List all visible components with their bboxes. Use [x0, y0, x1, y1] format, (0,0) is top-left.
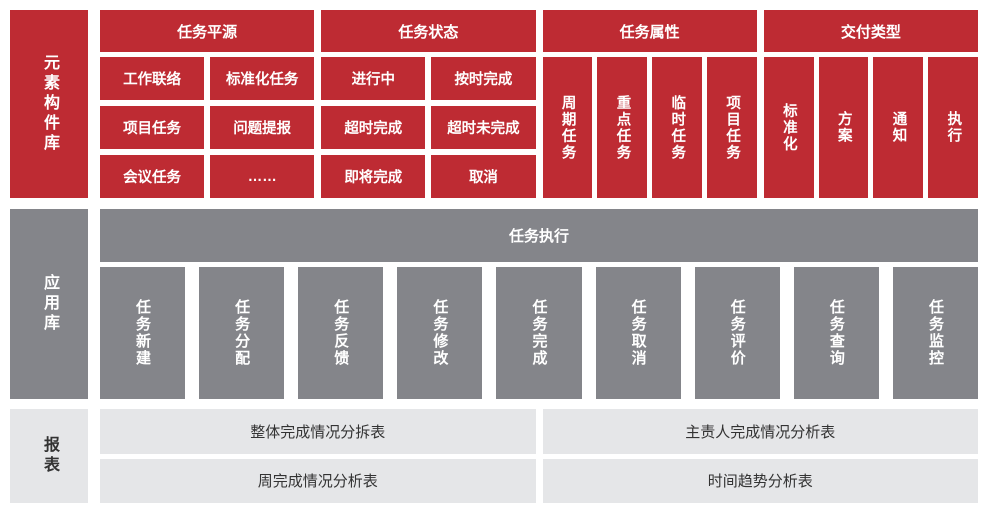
- app-cell: 任务新建: [100, 267, 186, 399]
- element-cell-text: 临时任务: [669, 94, 686, 161]
- app-cell: 任务反馈: [298, 267, 384, 399]
- element-cell-text: 标准化: [780, 102, 797, 153]
- reports-body: 整体完成情况分拆表 主责人完成情况分析表 周完成情况分析表 时间趋势分析表: [100, 409, 978, 503]
- element-cell: 周期任务: [542, 57, 593, 198]
- element-cell: 标准化任务: [210, 57, 315, 100]
- element-library-body: 任务平源 工作联络 标准化任务 项目任务 问题提报 会议任务 …… 任务状态 进…: [100, 10, 978, 198]
- app-cell-text: 任务监控: [926, 299, 944, 367]
- app-items: 任务新建 任务分配 任务反馈 任务修改 任务完成 任务取消 任务评价 任务查询 …: [100, 267, 978, 399]
- section-label-application-library: 应用库: [10, 209, 88, 399]
- element-cell: 方案: [818, 57, 869, 198]
- element-cell: 超时完成: [321, 106, 426, 149]
- group-items-task-status: 进行中 按时完成 超时完成 超时未完成 即将完成 取消: [321, 57, 536, 198]
- group-items-task-source: 工作联络 标准化任务 项目任务 问题提报 会议任务 ……: [100, 57, 315, 198]
- element-cell-ellipsis: ……: [210, 155, 315, 198]
- app-cell: 任务分配: [199, 267, 285, 399]
- element-cell-text: 周期任务: [559, 94, 576, 161]
- section-label-reports: 报表: [10, 409, 88, 503]
- group-delivery-type: 交付类型 标准化 方案 通知 执行: [763, 10, 978, 198]
- element-cell: 临时任务: [652, 57, 702, 198]
- application-library-body: 任务执行 任务新建 任务分配 任务反馈 任务修改 任务完成 任务取消 任务评价 …: [100, 209, 978, 399]
- app-cell: 任务完成: [496, 267, 582, 399]
- group-items-task-attribute: 周期任务 重点任务 临时任务 项目任务: [542, 57, 757, 198]
- app-cell: 任务查询: [793, 267, 879, 399]
- group-task-status: 任务状态 进行中 按时完成 超时完成 超时未完成 即将完成 取消: [321, 10, 536, 198]
- section-label-text: 应用库: [41, 274, 58, 334]
- element-cell-text: 通知: [890, 111, 907, 144]
- app-cell-text: 任务新建: [134, 299, 152, 367]
- group-items-delivery-type: 标准化 方案 通知 执行: [763, 57, 978, 198]
- element-cell-text: 方案: [835, 111, 852, 144]
- app-cell-text: 任务反馈: [332, 299, 350, 367]
- app-cell: 任务取消: [595, 267, 681, 399]
- app-cell-text: 任务查询: [827, 299, 845, 367]
- element-cell: 超时未完成: [431, 106, 536, 149]
- element-cell: 标准化: [763, 57, 814, 198]
- app-cell: 任务评价: [694, 267, 780, 399]
- element-cell-text: 重点任务: [614, 94, 631, 161]
- group-header-task-status: 任务状态: [321, 10, 536, 52]
- app-cell: 任务监控: [892, 267, 978, 399]
- app-cell: 任务修改: [397, 267, 483, 399]
- app-cell-text: 任务取消: [629, 299, 647, 367]
- app-cell-text: 任务修改: [431, 299, 449, 367]
- group-task-attribute: 任务属性 周期任务 重点任务 临时任务 项目任务: [542, 10, 757, 198]
- element-cell-text: 执行: [945, 111, 962, 144]
- element-cell: 取消: [431, 155, 536, 198]
- element-cell: 工作联络: [100, 57, 205, 100]
- group-header-task-source: 任务平源: [100, 10, 315, 52]
- element-cell-text: 项目任务: [724, 94, 741, 161]
- group-header-delivery-type: 交付类型: [763, 10, 978, 52]
- group-header-task-attribute: 任务属性: [542, 10, 757, 52]
- section-application-library: 应用库 任务执行 任务新建 任务分配 任务反馈 任务修改 任务完成 任务取消 任…: [10, 209, 978, 399]
- element-cell: 即将完成: [321, 155, 426, 198]
- element-cell: 按时完成: [431, 57, 536, 100]
- element-cell: 进行中: [321, 57, 426, 100]
- report-cell: 周完成情况分析表: [100, 458, 536, 503]
- group-task-source: 任务平源 工作联络 标准化任务 项目任务 问题提报 会议任务 ……: [100, 10, 315, 198]
- app-cell-text: 任务分配: [233, 299, 251, 367]
- element-cell: 重点任务: [597, 57, 648, 198]
- element-cell: 通知: [873, 57, 924, 198]
- element-cell: 项目任务: [100, 106, 205, 149]
- app-header-task-execution: 任务执行: [100, 209, 978, 262]
- element-cell: 执行: [928, 57, 978, 198]
- section-element-library: 元素构件库 任务平源 工作联络 标准化任务 项目任务 问题提报 会议任务 …… …: [10, 10, 978, 198]
- report-cell: 整体完成情况分拆表: [100, 409, 536, 454]
- element-cell: 会议任务: [100, 155, 205, 198]
- element-cell: 项目任务: [706, 57, 757, 198]
- section-label-element-library: 元素构件库: [10, 10, 88, 198]
- section-reports: 报表 整体完成情况分拆表 主责人完成情况分析表 周完成情况分析表 时间趋势分析表: [10, 409, 978, 503]
- app-cell-text: 任务评价: [728, 299, 746, 367]
- report-cell: 主责人完成情况分析表: [542, 409, 978, 454]
- section-label-text: 元素构件库: [41, 54, 58, 154]
- report-cell: 时间趋势分析表: [542, 458, 978, 503]
- element-cell: 问题提报: [210, 106, 315, 149]
- app-cell-text: 任务完成: [530, 299, 548, 367]
- section-label-text: 报表: [41, 436, 58, 476]
